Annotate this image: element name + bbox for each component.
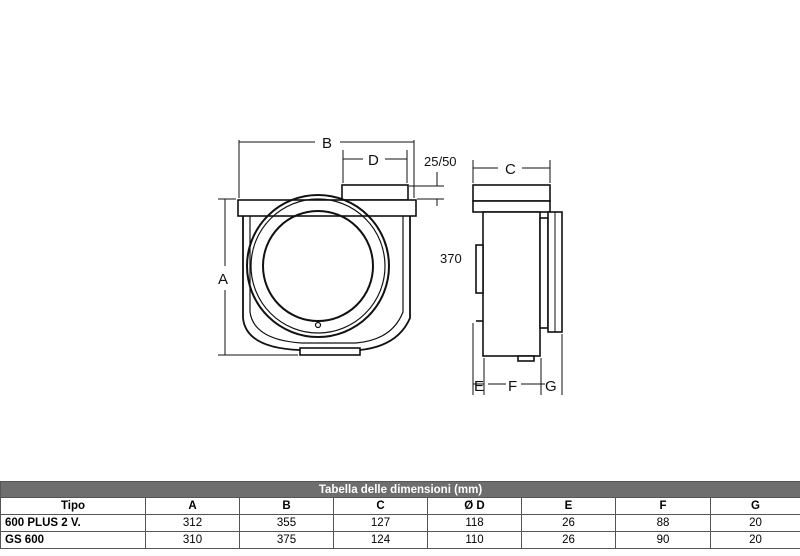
cell-c: 127 (333, 514, 428, 532)
header-f: F (615, 497, 711, 515)
cell-e: 26 (521, 531, 616, 549)
housing-body (242, 216, 411, 351)
fan-inner-ring (262, 210, 374, 322)
side-front-plate (539, 217, 549, 329)
table-row: GS 600 310 375 124 110 26 90 20 (0, 531, 800, 549)
table-caption-row: Tabella delle dimensioni (mm) (0, 481, 800, 498)
label-gap: 25/50 (424, 154, 457, 169)
header-e: E (521, 497, 616, 515)
label-b: B (322, 135, 332, 152)
cell-b: 355 (239, 514, 334, 532)
technical-drawing: B D 25/50 A (218, 135, 563, 395)
cell-c: 124 (333, 531, 428, 549)
cell-tipo: GS 600 (0, 531, 146, 549)
dimensions-table: Tabella delle dimensioni (mm) Tipo A B C… (0, 481, 800, 549)
side-top-flange (472, 184, 551, 202)
dimension-c (472, 160, 551, 183)
table-caption: Tabella delle dimensioni (mm) (0, 481, 800, 498)
dimension-gap (409, 172, 444, 206)
table-row: 600 PLUS 2 V. 312 355 127 118 26 88 20 (0, 514, 800, 532)
fan-outer-ring (246, 194, 390, 338)
side-view (472, 184, 563, 362)
header-c: C (333, 497, 428, 515)
cell-g: 20 (709, 514, 800, 532)
dimension-efg (472, 323, 563, 395)
label-c: C (505, 161, 516, 178)
cell-b: 375 (239, 531, 334, 549)
header-g: G (709, 497, 800, 515)
cell-e: 26 (521, 514, 616, 532)
bottom-foot (299, 347, 361, 356)
cell-f: 88 (615, 514, 711, 532)
label-e: E (474, 378, 484, 395)
cell-g: 20 (709, 531, 800, 549)
header-b: B (239, 497, 334, 515)
front-view (237, 184, 417, 356)
screw (314, 321, 322, 329)
cell-d: 110 (427, 531, 522, 549)
label-g: G (545, 378, 557, 395)
table-header-row: Tipo A B C Ø D E F G (0, 497, 800, 515)
label-d: D (368, 152, 379, 169)
outlet-duct (341, 184, 409, 201)
dimension-a (218, 198, 298, 356)
dimension-b (238, 140, 415, 198)
header-a: A (145, 497, 240, 515)
cell-d: 118 (427, 514, 522, 532)
header-d: Ø D (427, 497, 522, 515)
cell-tipo: 600 PLUS 2 V. (0, 514, 146, 532)
side-body (482, 211, 541, 357)
label-f: F (508, 378, 517, 395)
cell-a: 310 (145, 531, 240, 549)
cell-a: 312 (145, 514, 240, 532)
top-flange (237, 199, 417, 217)
cell-f: 90 (615, 531, 711, 549)
label-height: 370 (440, 251, 462, 266)
label-a: A (218, 271, 228, 288)
dimension-d (342, 150, 408, 183)
header-tipo: Tipo (0, 497, 146, 515)
